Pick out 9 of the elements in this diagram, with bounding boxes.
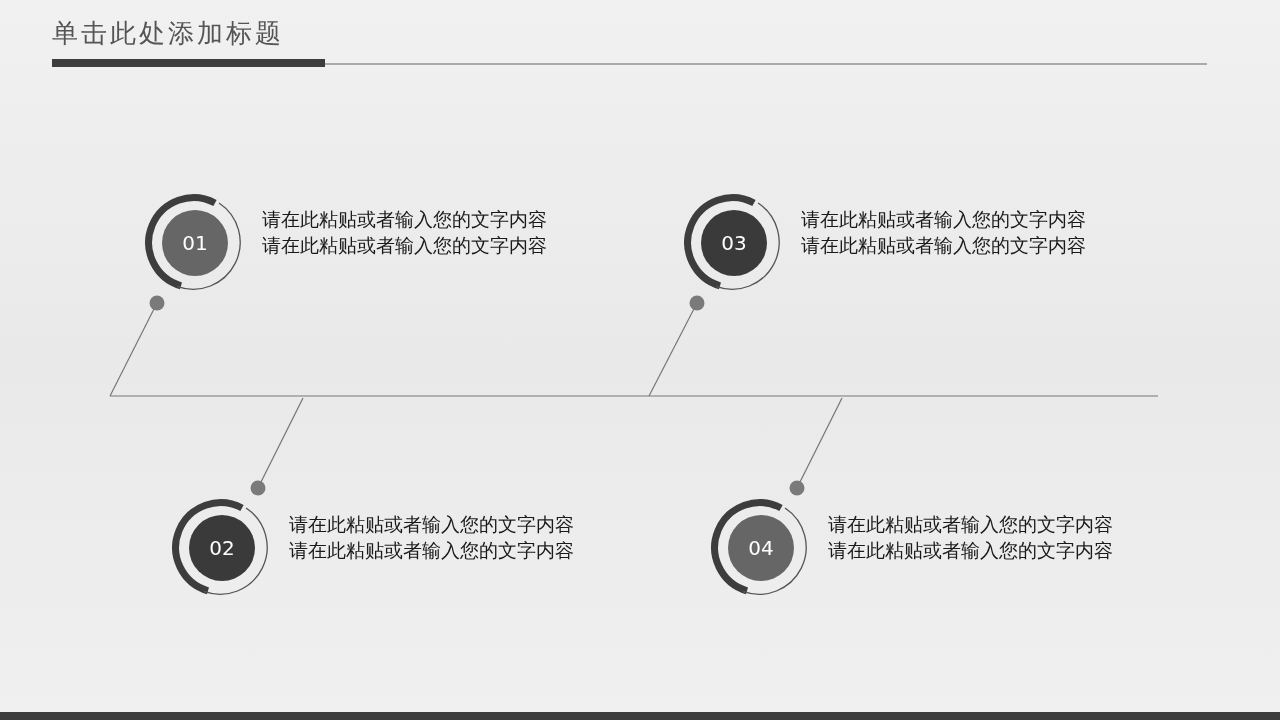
description-text: 请在此粘贴或者输入您的文字内容请在此粘贴或者输入您的文字内容 bbox=[262, 207, 547, 258]
step-number: 02 bbox=[209, 536, 235, 560]
slide-title: 单击此处添加标题 bbox=[52, 17, 284, 50]
step-number: 03 bbox=[721, 231, 747, 255]
step-number: 04 bbox=[748, 536, 774, 560]
description-text: 请在此粘贴或者输入您的文字内容请在此粘贴或者输入您的文字内容 bbox=[289, 512, 574, 563]
description-text: 请在此粘贴或者输入您的文字内容请在此粘贴或者输入您的文字内容 bbox=[801, 207, 1086, 258]
step-number: 01 bbox=[182, 231, 208, 255]
description-text: 请在此粘贴或者输入您的文字内容请在此粘贴或者输入您的文字内容 bbox=[828, 512, 1113, 563]
